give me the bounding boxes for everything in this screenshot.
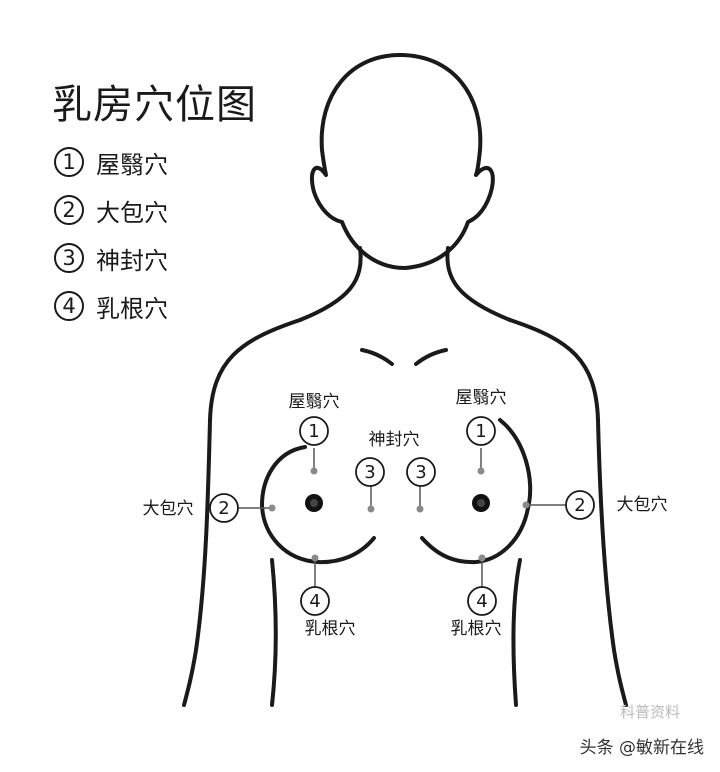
- legend-label-3: 神封穴: [96, 246, 168, 275]
- diagram-title: 乳房穴位图: [52, 82, 257, 128]
- marker-2-right-ring: [565, 490, 595, 520]
- head-outline: [309, 53, 495, 270]
- legend-item-1: 1 屋翳穴: [54, 138, 168, 186]
- marker-4-right-ring: [467, 586, 497, 616]
- marker-4-left: 4: [309, 591, 320, 612]
- label-rugen-right: 乳根穴: [451, 619, 502, 639]
- torso-right: [508, 318, 628, 707]
- marker-3-right: 3: [415, 462, 426, 483]
- point-wuyi-right: [477, 467, 485, 475]
- marker-1-left-ring: [299, 416, 329, 446]
- marker-4-left-ring: [300, 586, 330, 616]
- legend-item-4: 4 乳根穴: [54, 282, 168, 330]
- legend-number-4: 4: [54, 291, 84, 321]
- legend-number-3: 3: [54, 243, 84, 273]
- legend-item-2: 2 大包穴: [54, 186, 168, 234]
- marker-1-right: 1: [475, 421, 486, 442]
- torso-left: [182, 318, 302, 707]
- breast-right: [420, 418, 533, 565]
- marker-3-left: 3: [364, 462, 375, 483]
- breast-left: [260, 445, 376, 565]
- label-shenfeng: 神封穴: [369, 430, 420, 450]
- marker-4-right: 4: [476, 591, 487, 612]
- legend-number-2: 2: [54, 195, 84, 225]
- label-dabao-left: 大包穴: [143, 499, 194, 519]
- neck-right: [445, 246, 512, 322]
- marker-2-left-ring: [209, 493, 239, 523]
- legend-label-4: 乳根穴: [96, 294, 168, 323]
- marker-1-left: 1: [308, 421, 319, 442]
- label-dabao-right: 大包穴: [617, 495, 668, 515]
- legend-item-3: 3 神封穴: [54, 234, 168, 282]
- point-dabao-left: [268, 504, 276, 512]
- arm-right: [511, 558, 522, 707]
- label-wuyi-left: 屋翳穴: [289, 392, 340, 412]
- source-watermark: 头条 @敏新在线: [579, 738, 704, 758]
- marker-3-right-ring: [406, 457, 436, 487]
- point-dabao-right: [522, 501, 530, 509]
- point-rugen-right: [478, 554, 486, 562]
- marker-2-right: 2: [574, 495, 585, 516]
- marker-1-right-ring: [466, 416, 496, 446]
- marker-3-left-ring: [355, 457, 385, 487]
- label-rugen-left: 乳根穴: [305, 619, 356, 639]
- neck-left: [298, 246, 363, 322]
- legend-number-1: 1: [54, 147, 84, 177]
- point-wuyi-left: [310, 467, 318, 475]
- legend: 1 屋翳穴 2 大包穴 3 神封穴 4 乳根穴: [54, 138, 168, 330]
- arm-left: [270, 558, 278, 707]
- legend-label-2: 大包穴: [96, 198, 168, 227]
- collarbone-left: [360, 348, 394, 366]
- point-shenfeng-left: [367, 505, 375, 513]
- collarbone-right: [414, 348, 448, 366]
- point-rugen-left: [311, 554, 319, 562]
- legend-label-1: 屋翳穴: [96, 150, 168, 179]
- point-shenfeng-right: [416, 505, 424, 513]
- label-wuyi-right: 屋翳穴: [456, 388, 507, 408]
- faint-watermark: 科普资料: [619, 703, 680, 721]
- marker-2-left: 2: [218, 498, 229, 519]
